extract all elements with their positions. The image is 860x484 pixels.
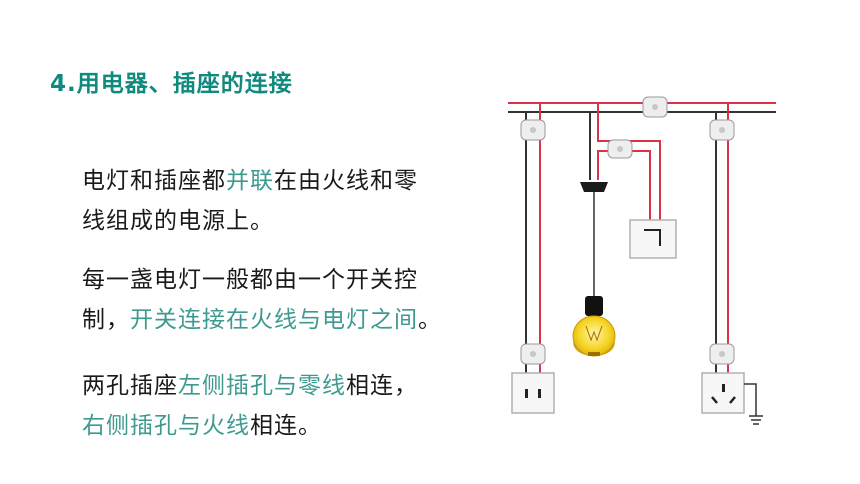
text-line: 每一盏电灯一般都由一个开关控 [82,260,482,300]
text-span: 制， [82,307,130,333]
text-line: 右侧插孔与火线相连。 [82,406,482,446]
text-span: 两孔插座 [82,373,178,399]
text-line: 电灯和插座都并联在由火线和零 [82,161,472,201]
junction-box-right [709,119,735,141]
highlight-left-hole: 左侧插孔与零线 [178,373,346,399]
text-span: 电灯和插座都 [82,168,226,194]
paragraph-switch-control: 每一盏电灯一般都由一个开关控 制，开关连接在火线与电灯之间。 [82,260,482,340]
highlight-parallel: 并联 [226,168,274,194]
text-span: 相连， [346,373,418,399]
ceiling-rose-icon [580,182,608,192]
junction-box-right-lower [709,343,735,365]
ground-symbol-icon [744,383,763,425]
wall-switch-icon [629,219,677,259]
two-hole-socket-icon [511,372,555,414]
paragraph-parallel-connection: 电灯和插座都并联在由火线和零 线组成的电源上。 [82,161,472,241]
text-span: 线组成的电源上。 [82,208,274,234]
page-title: 4.用电器、插座的连接 [50,71,293,97]
highlight-switch-position: 开关连接在火线与电灯之间 [130,307,418,333]
light-bulb-icon [572,296,616,357]
highlight-right-hole: 右侧插孔与火线 [82,413,250,439]
text-span: 。 [418,307,442,333]
junction-box-top [642,96,668,118]
paragraph-socket-wiring: 两孔插座左侧插孔与零线相连， 右侧插孔与火线相连。 [82,366,482,446]
household-circuit-diagram [508,96,776,425]
text-line: 两孔插座左侧插孔与零线相连， [82,366,482,406]
text-span: 在由火线和零 [274,168,418,194]
text-span: 相连。 [250,413,322,439]
text-line: 制，开关连接在火线与电灯之间。 [82,300,482,340]
text-line: 线组成的电源上。 [82,201,472,241]
text-span: 每一盏电灯一般都由一个开关控 [82,267,418,293]
switch-wire-return [615,150,651,224]
junction-box-switch [607,139,633,159]
junction-box-left-lower [520,343,546,365]
junction-box-left [520,119,546,141]
three-hole-socket-icon [701,372,745,414]
